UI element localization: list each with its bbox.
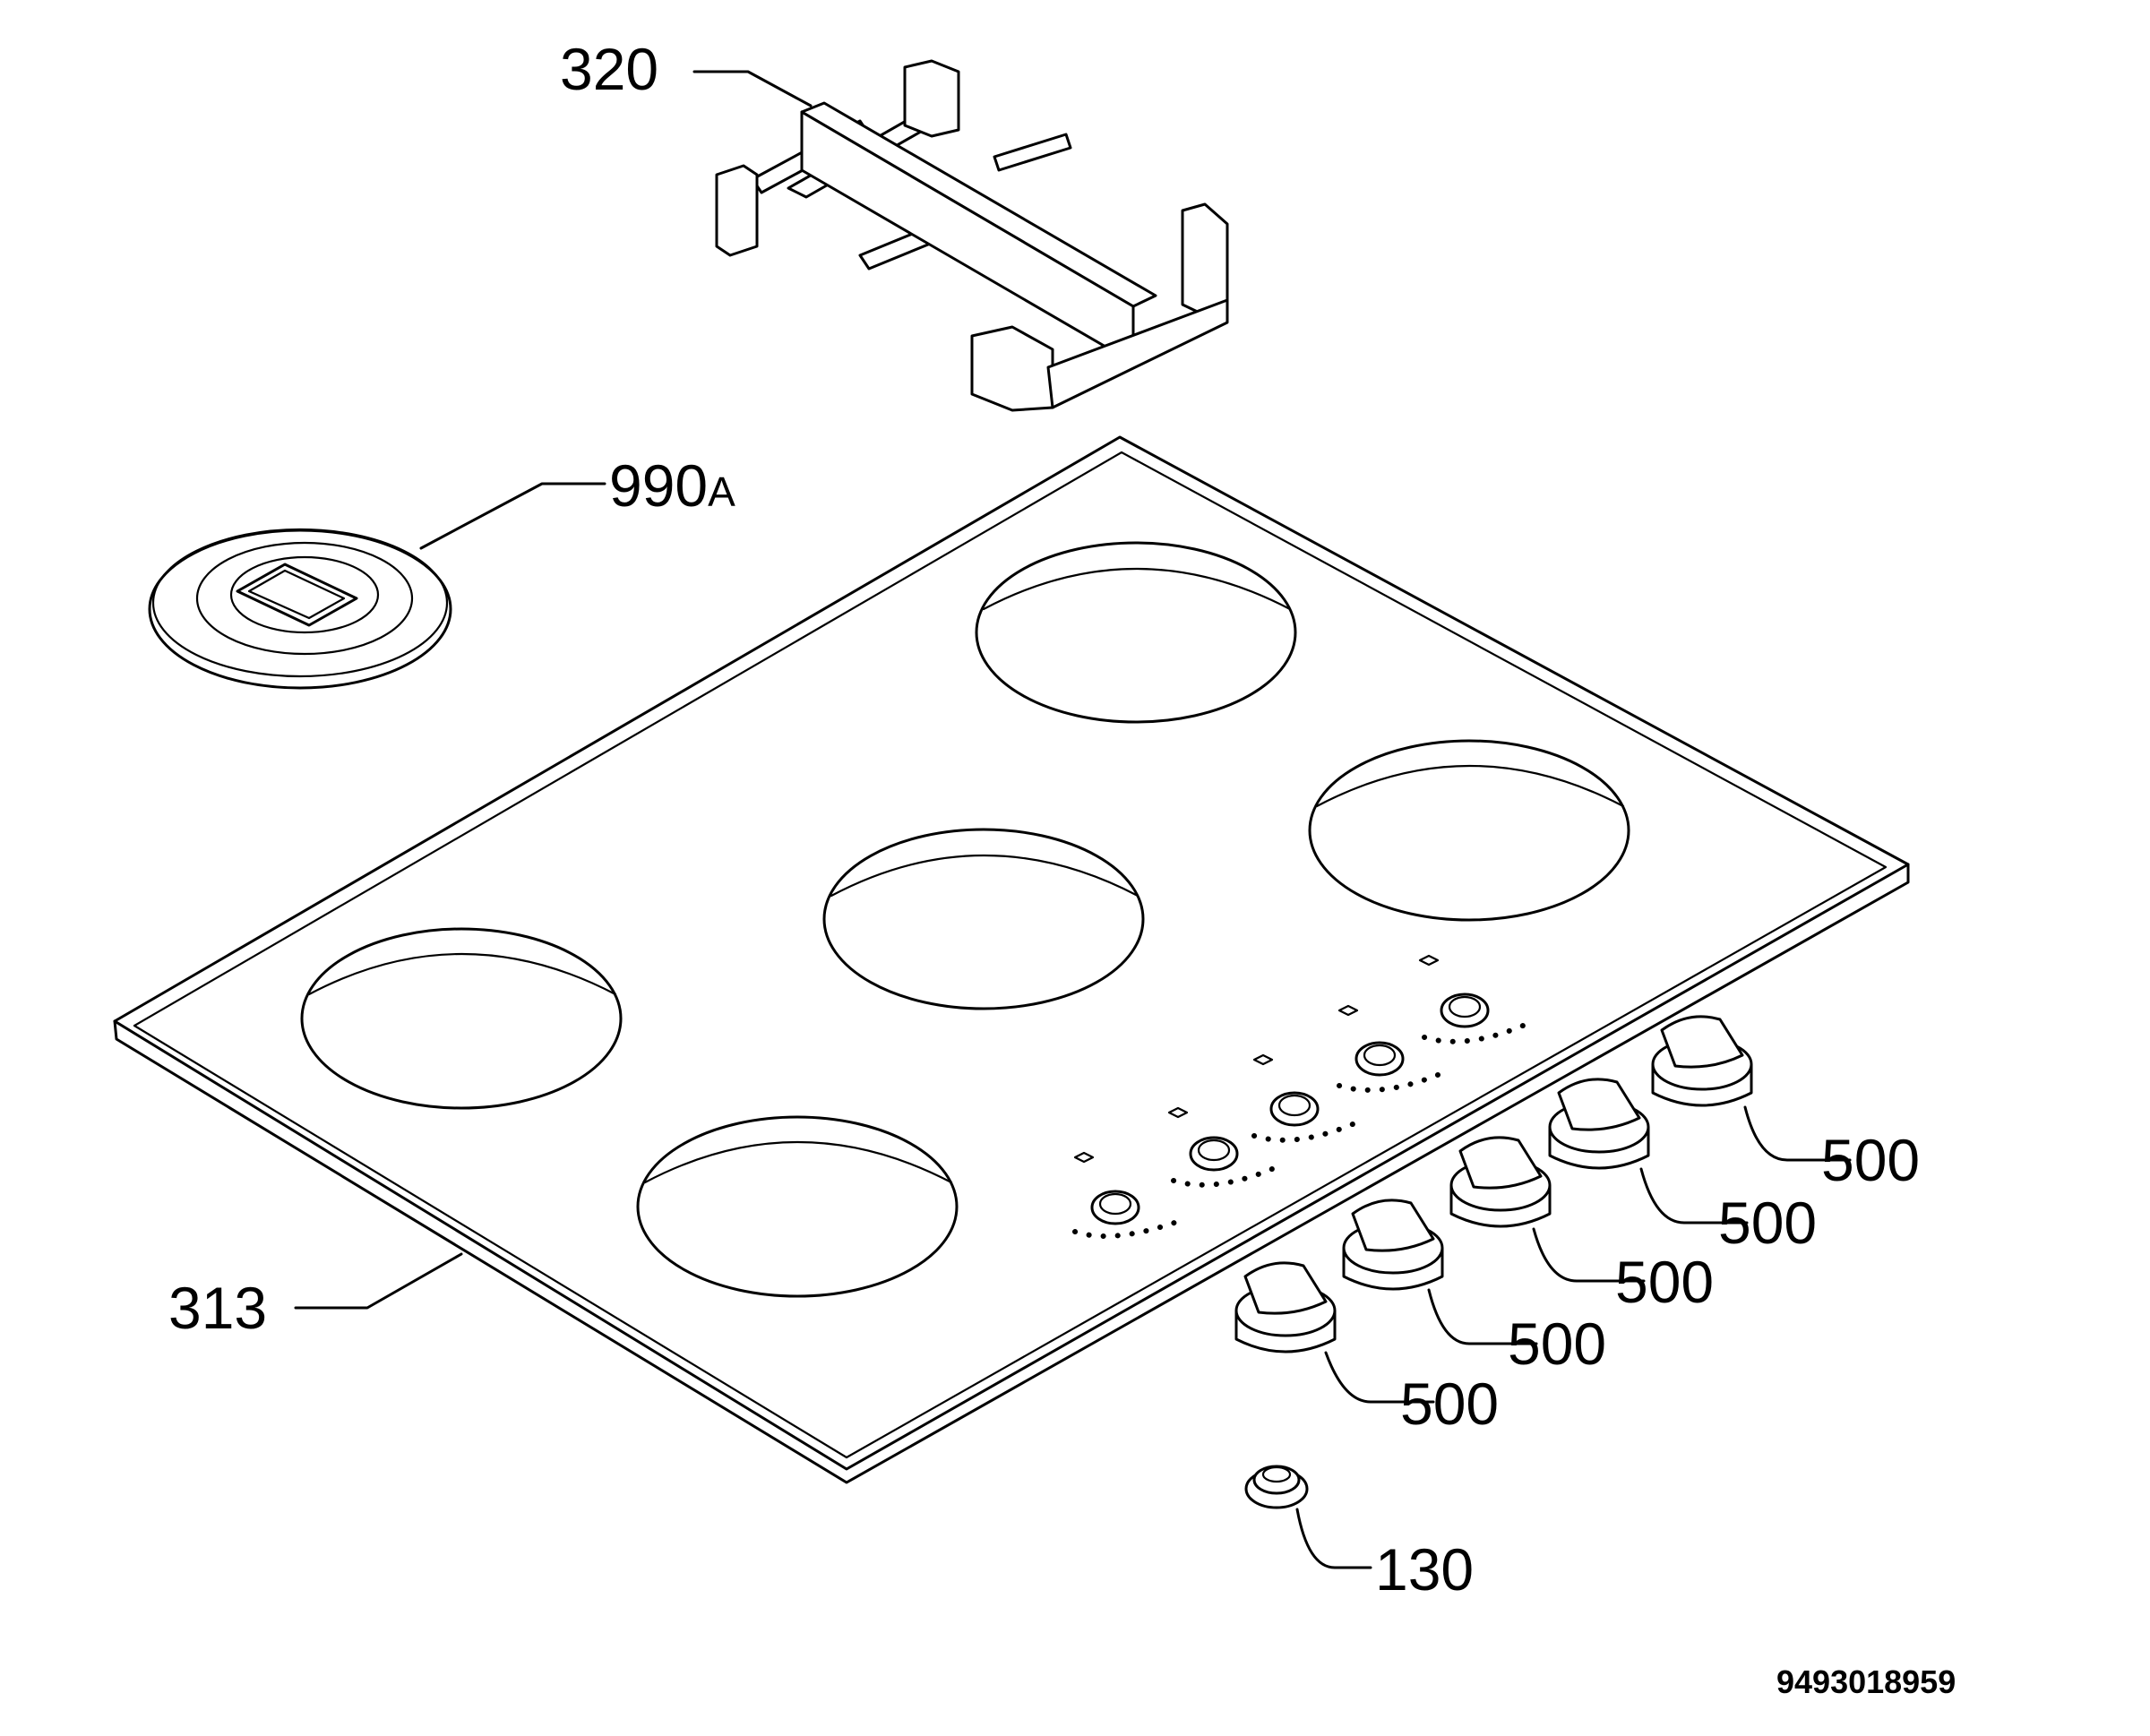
burner-opening-center <box>822 828 1145 1010</box>
callout-320: 320 <box>560 36 658 102</box>
callout-990a-main: 990 <box>609 452 708 519</box>
callout-500: 500 <box>1400 1371 1499 1437</box>
callout-500: 500 <box>1508 1311 1606 1377</box>
pan-support-grid <box>715 59 1229 412</box>
burner-opening-rear-right <box>975 541 1297 724</box>
control-knob <box>1651 1015 1753 1107</box>
burner-opening-right <box>1308 739 1630 922</box>
burner-cap <box>148 528 452 690</box>
control-knob <box>1548 1078 1650 1170</box>
callout-313: 313 <box>168 1275 267 1341</box>
callout-130: 130 <box>1375 1536 1474 1603</box>
callout-500: 500 <box>1718 1190 1817 1256</box>
control-knob <box>1234 1261 1337 1354</box>
callout-labels: 320 990A 313 500 500 500 500 500 130 <box>168 36 1920 1603</box>
callout-990a: 990A <box>609 452 735 519</box>
hob-top-plate <box>113 435 1910 1484</box>
control-spindle-holes <box>1072 954 1526 1239</box>
callout-500: 500 <box>1615 1249 1714 1315</box>
burner-opening-left <box>300 927 623 1110</box>
control-knob <box>1449 1136 1552 1228</box>
leader-lines <box>294 70 1852 1569</box>
control-knob <box>1342 1199 1444 1291</box>
burner-opening-front <box>636 1115 959 1298</box>
control-knobs <box>1234 1015 1753 1354</box>
grommet <box>1244 1465 1309 1509</box>
document-number: 9493018959 <box>1776 1663 1956 1700</box>
callout-990a-suffix: A <box>708 468 735 515</box>
callout-500: 500 <box>1821 1127 1920 1193</box>
